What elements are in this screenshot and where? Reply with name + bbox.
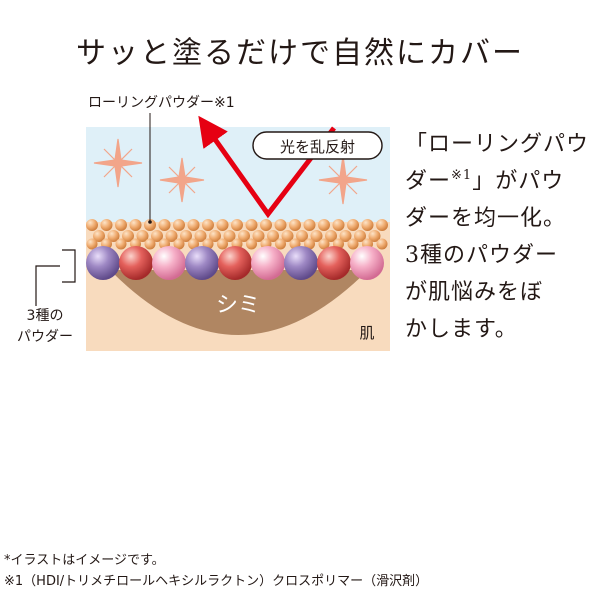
rolling-powder-bead — [260, 219, 272, 231]
rolling-powder-bead — [296, 230, 308, 242]
three-powders-label: 3種の パウダー — [10, 306, 80, 348]
description-line: ダーを均一化。 — [405, 206, 567, 231]
sparkle-icon — [93, 138, 143, 188]
rolling-powder-bead — [129, 219, 142, 231]
rolling-powder-bead — [246, 238, 257, 250]
rolling-powder-bead — [354, 230, 366, 242]
three-powders-label-line1: 3種の — [26, 308, 64, 324]
footnote-1: ※1（HDI/トリメチロールヘキシルラクトン）クロスポリマー（滑沢剤） — [4, 574, 429, 589]
rolling-powder-bead — [217, 238, 228, 250]
rolling-powder-bead — [144, 238, 156, 250]
rolling-powder-bead — [318, 238, 330, 250]
rolling-powder-bead — [289, 219, 301, 231]
rolling-powder-bead — [158, 219, 171, 231]
light-badge — [252, 131, 383, 160]
rolling-powder-bead — [274, 219, 287, 231]
pink-powder-bead — [350, 246, 384, 280]
rolling-powder-label: ローリングパウダー※1 — [88, 95, 235, 111]
footnote-illustration: *イラストはイメージです。 — [4, 553, 165, 568]
rolling-powder-bead — [136, 230, 149, 242]
three-powders-beads — [86, 246, 384, 280]
rolling-powder-bead — [115, 238, 127, 250]
description: 「ローリングパウ ダー※1」がパウ ダーを均一化。 3種のパウダー が肌悩みをぼ… — [405, 126, 595, 348]
rolling-powder-bead — [376, 219, 388, 231]
rolling-powder-bead — [339, 230, 352, 242]
rolling-powder-bead — [275, 238, 286, 250]
rolling-powder-bead — [281, 230, 294, 242]
rolling-powder-bead — [303, 219, 316, 231]
description-text: ダー — [405, 169, 452, 194]
sparkle-icon — [159, 157, 205, 203]
description-line: かします。 — [405, 317, 518, 342]
rolling-powder-bead — [231, 219, 243, 231]
light-badge-text: 光を乱反射 — [280, 138, 355, 156]
rolling-powder-bead — [347, 219, 359, 231]
rolling-powder-bead — [332, 219, 345, 231]
description-line: 3種のパウダー — [405, 243, 558, 268]
rolling-powder-bead — [173, 219, 185, 231]
description-line: ダー※1」がパウ — [405, 163, 595, 200]
rolling-powder-bead — [361, 219, 374, 231]
rolling-powder-bead — [310, 230, 323, 242]
rolling-powder-bead — [100, 219, 113, 231]
skin-label: 肌 — [359, 324, 374, 342]
rolling-powder-bead — [173, 238, 185, 250]
rolling-powder-bead — [325, 230, 337, 242]
sparkle-icon — [318, 155, 368, 205]
page-title: サッと塗るだけで自然にカバー — [76, 36, 524, 71]
description-line: 「ローリングパウ — [405, 132, 590, 157]
rolling-powder-bead — [144, 219, 156, 231]
rolling-powder-bead — [216, 219, 229, 231]
purple-powder-bead — [185, 246, 219, 280]
rolling-powder-bead — [245, 219, 258, 231]
rolling-powder-bead — [115, 219, 127, 231]
rolling-powder-bead — [194, 230, 207, 242]
rolling-powder-bead — [122, 230, 134, 242]
rolling-powder-bead — [223, 230, 236, 242]
pink-powder-bead — [152, 246, 186, 280]
purple-powder-bead — [284, 246, 318, 280]
rolling-powder-bead — [180, 230, 192, 242]
rolling-powder-bead — [107, 230, 120, 242]
three-powders-label-line2: パウダー — [17, 329, 73, 345]
description-text: 」がパウ — [472, 169, 565, 194]
rolling-powder-beads — [86, 219, 388, 250]
rolling-powder-bead — [238, 230, 250, 242]
rolling-powder-bead — [187, 219, 200, 231]
red-powder-bead — [119, 246, 153, 280]
rolling-powder-bead — [368, 230, 381, 242]
rolling-powder-bead — [151, 230, 163, 242]
rolling-powder-bead — [347, 238, 359, 250]
spot-area — [110, 270, 368, 335]
purple-powder-bead — [86, 246, 120, 280]
red-powder-bead — [218, 246, 252, 280]
footnotes: *イラストはイメージです。 ※1（HDI/トリメチロールヘキシルラクトン）クロス… — [4, 550, 428, 592]
rolling-powder-bead — [202, 219, 214, 231]
description-line: が肌悩みをぼ — [405, 280, 544, 305]
rolling-powder-bead — [93, 230, 105, 242]
rolling-powder-bead — [209, 230, 221, 242]
rolling-powder-bead — [376, 238, 388, 250]
rolling-powder-bead — [304, 238, 315, 250]
three-powders-bracket — [62, 249, 76, 283]
pink-powder-bead — [251, 246, 285, 280]
rolling-powder-bead — [252, 230, 265, 242]
rolling-powder-bead — [267, 230, 279, 242]
rolling-powder-bead — [86, 238, 98, 250]
description-footnote-mark: ※1 — [451, 168, 473, 183]
rolling-powder-bead — [86, 219, 98, 231]
spot-label: シミ — [216, 293, 260, 318]
red-powder-bead — [317, 246, 351, 280]
rolling-powder-bead — [188, 238, 199, 250]
rolling-powder-bead — [318, 219, 330, 231]
rolling-powder-bead — [165, 230, 178, 242]
three-powders-pointer — [35, 265, 60, 306]
